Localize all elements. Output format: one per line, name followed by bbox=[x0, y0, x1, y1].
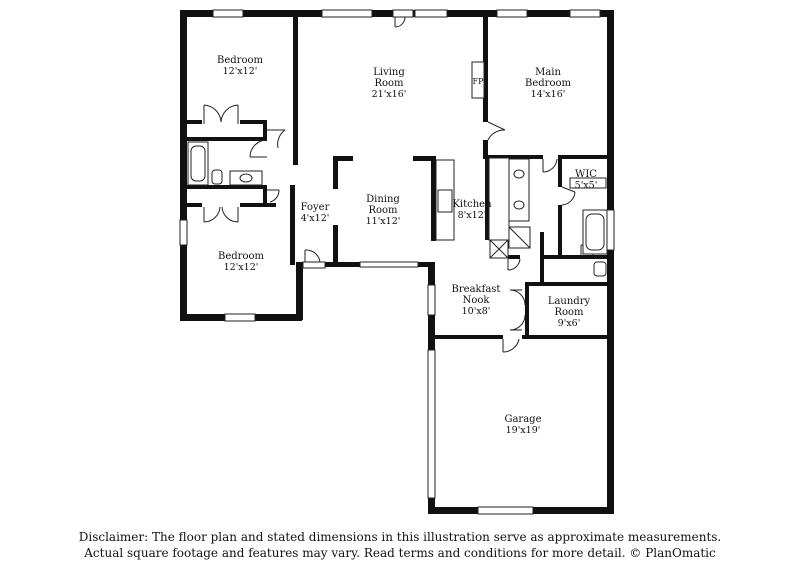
breakfast-nook-name-2: Nook bbox=[463, 295, 491, 306]
kitchen-dims: 8'x12' bbox=[458, 210, 487, 221]
disclaimer-line-1: Disclaimer: The floor plan and stated di… bbox=[78, 530, 722, 544]
wic-name: WIC bbox=[575, 169, 597, 180]
interior-walls bbox=[187, 10, 614, 339]
kitchen-counter-right bbox=[488, 157, 510, 241]
foyer-dims: 4'x12' bbox=[301, 213, 330, 224]
bedroom-top-name: Bedroom bbox=[217, 55, 263, 66]
garage-dims: 19'x19' bbox=[506, 425, 541, 436]
main-bedroom-name-1: Main bbox=[535, 67, 561, 78]
foyer-name: Foyer bbox=[301, 202, 330, 213]
main-bedroom-name-2: Bedroom bbox=[525, 78, 571, 89]
garage-name: Garage bbox=[504, 414, 541, 425]
room-labels: Bedroom 12'x12' Living Room 21'x16' FP M… bbox=[217, 55, 597, 436]
shelf-wic bbox=[569, 177, 607, 189]
toilet-main bbox=[593, 261, 607, 277]
toilet-hall bbox=[211, 169, 223, 185]
disclaimer-line-2: Actual square footage and features may v… bbox=[84, 546, 716, 560]
laundry-room-name-1: Laundry bbox=[548, 296, 591, 307]
dining-room-name-2: Room bbox=[368, 205, 398, 216]
bedroom-bottom-name: Bedroom bbox=[218, 251, 264, 262]
dining-room-name-1: Dining bbox=[366, 194, 400, 205]
breakfast-nook-dims: 10'x8' bbox=[462, 306, 491, 317]
fixtures bbox=[187, 61, 608, 277]
living-room-dims: 21'x16' bbox=[372, 89, 407, 100]
laundry-room-name-2: Room bbox=[554, 307, 584, 318]
vanity-main bbox=[508, 158, 530, 222]
main-bedroom-dims: 14'x16' bbox=[531, 89, 566, 100]
bedroom-top-dims: 12'x12' bbox=[223, 66, 258, 77]
wic-dims: 5'x5' bbox=[575, 180, 598, 191]
living-room-name-1: Living bbox=[373, 67, 405, 78]
windows bbox=[179, 9, 615, 515]
kitchen-name: Kitchen bbox=[452, 199, 492, 210]
dining-room-dims: 11'x12' bbox=[366, 216, 401, 227]
breakfast-nook-name-1: Breakfast bbox=[452, 284, 501, 295]
laundry-room-dims: 9'x6' bbox=[558, 318, 581, 329]
fireplace-label: FP bbox=[473, 77, 485, 86]
fireplace bbox=[471, 61, 485, 99]
doors bbox=[203, 9, 594, 353]
living-room-name-2: Room bbox=[374, 78, 404, 89]
bedroom-bottom-dims: 12'x12' bbox=[224, 262, 259, 273]
